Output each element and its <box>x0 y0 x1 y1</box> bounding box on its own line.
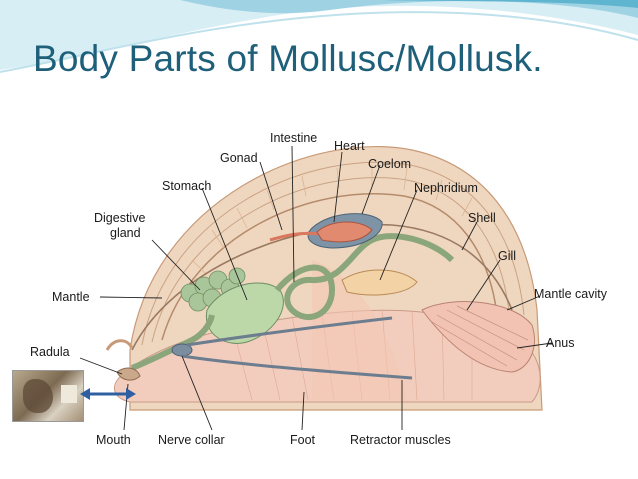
label-gonad: Gonad <box>220 151 258 165</box>
mollusc-anatomy-diagram: Intestine Heart Gonad Coelom Stomach Nep… <box>12 110 638 479</box>
label-foot: Foot <box>290 433 316 447</box>
label-mantle: Mantle <box>52 290 90 304</box>
label-nerve-collar: Nerve collar <box>158 433 225 447</box>
nerve-cord <box>181 354 413 380</box>
label-shell: Shell <box>468 211 496 225</box>
label-mouth: Mouth <box>96 433 131 447</box>
header-swoosh <box>0 0 638 73</box>
label-intestine: Intestine <box>270 131 317 145</box>
radula-shape <box>116 367 141 381</box>
nephridium-shape <box>341 269 418 296</box>
label-radula: Radula <box>30 345 70 359</box>
label-stomach: Stomach <box>162 179 211 193</box>
label-gill: Gill <box>498 249 516 263</box>
label-anus: Anus <box>546 336 575 350</box>
intestine-shape <box>274 233 455 321</box>
label-nephridium: Nephridium <box>414 181 478 195</box>
label-retractor-muscles: Retractor muscles <box>350 433 451 447</box>
gill-shape <box>421 301 535 373</box>
label-coelom: Coelom <box>368 157 411 171</box>
slide-title: Body Parts of Mollusc/Mollusk. <box>33 38 543 79</box>
label-mantle-cavity: Mantle cavity <box>534 287 608 301</box>
label-digestive: Digestive <box>94 211 145 225</box>
stomach-shape <box>205 282 284 344</box>
label-gland: gland <box>110 226 141 240</box>
double-arrow-icon <box>80 388 136 400</box>
radula-photo-thumbnail <box>12 370 84 422</box>
heart-shape <box>316 221 373 243</box>
label-heart: Heart <box>334 139 365 153</box>
